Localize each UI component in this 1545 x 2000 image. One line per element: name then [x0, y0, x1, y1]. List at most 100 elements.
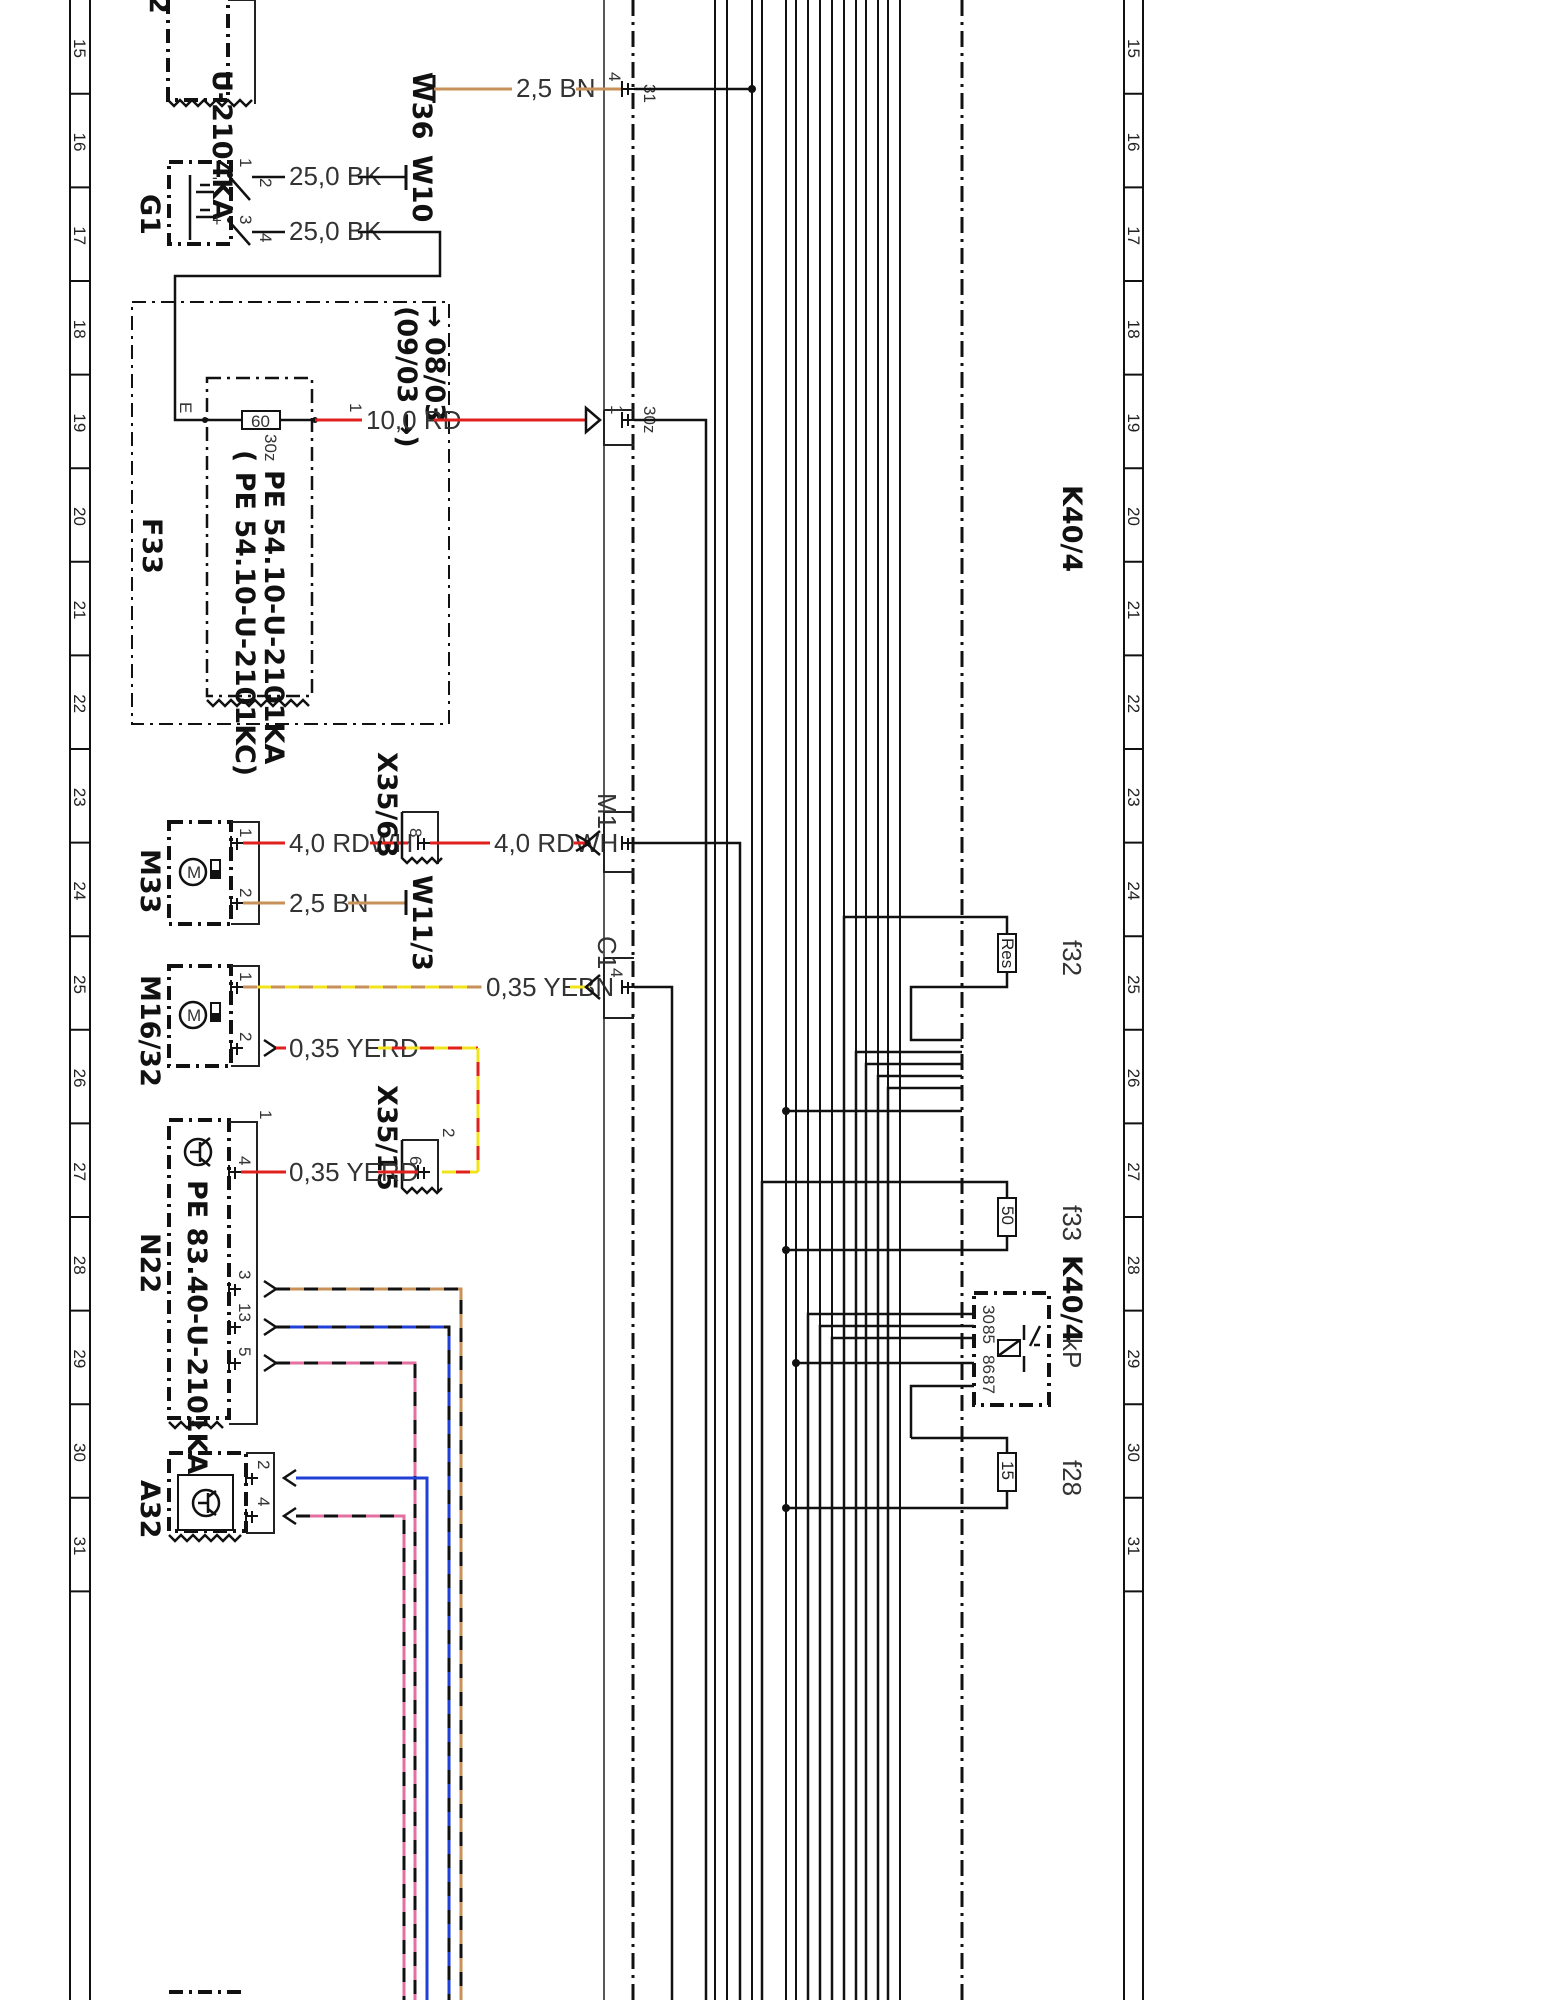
- fuse-terminal-30z: 30z: [261, 434, 280, 461]
- n22-label: N22: [134, 1233, 165, 1293]
- component-m33-motor: M33 M 1 2 4,0 RDWH 2,5 BN W11/3: [134, 820, 437, 971]
- row-number: 22: [70, 694, 89, 713]
- svg-text:1: 1: [236, 972, 255, 981]
- w36-ground-circuit: W36 2,5 BN 4 31: [406, 72, 756, 139]
- fuse-f28-label: f28: [1057, 1460, 1087, 1496]
- f33-ref-a: PE 54.10-U-2101KA: [258, 470, 289, 764]
- component-n22-control-unit: N22 PE 83.40-U-2101KA 1 4 0,35 YERD 3 13…: [134, 1110, 463, 2000]
- svg-text:8: 8: [406, 828, 425, 837]
- row-number: 21: [70, 601, 89, 620]
- row-number: 26: [1124, 1069, 1143, 1088]
- conn-m1-label: M1: [592, 793, 622, 829]
- row-number: 29: [1124, 1349, 1143, 1368]
- svg-text:M: M: [187, 1006, 201, 1025]
- row-number: 28: [1124, 1256, 1143, 1275]
- w36-label: W36: [406, 72, 437, 139]
- fuse-f33-small-label: f33: [1057, 1205, 1087, 1241]
- row-number: 15: [1124, 39, 1143, 58]
- row-number: 17: [1124, 226, 1143, 245]
- k40-4-relay-label: K40/4: [1056, 1255, 1087, 1342]
- row-number: 30: [70, 1443, 89, 1462]
- svg-text:2: 2: [236, 888, 255, 897]
- svg-text:86: 86: [979, 1355, 998, 1374]
- row-number: 27: [70, 1162, 89, 1181]
- row-number: 31: [70, 1537, 89, 1556]
- w10-label: W10: [406, 155, 437, 222]
- row-number: 19: [70, 413, 89, 432]
- row-number: 17: [70, 226, 89, 245]
- svg-text:4: 4: [254, 1497, 273, 1506]
- m16-wire-a-label: 0,35 YEBN: [486, 972, 614, 1002]
- row-number: 23: [1124, 788, 1143, 807]
- svg-text:5: 5: [235, 1347, 254, 1356]
- k40-4-label: K40/4: [1056, 485, 1087, 572]
- row-number: 16: [1124, 133, 1143, 152]
- connector-x35-63: X35/63 8 4,0 RDWH M1: [371, 752, 742, 2000]
- row-number: 24: [1124, 881, 1143, 900]
- f33-label: F33: [136, 518, 167, 574]
- g1-label: G1: [134, 194, 165, 235]
- svg-text:2: 2: [256, 178, 275, 187]
- row-number: 16: [70, 133, 89, 152]
- row-number: 25: [1124, 975, 1143, 994]
- row-number: 21: [1124, 601, 1143, 620]
- row-number: 22: [1124, 694, 1143, 713]
- row-number: 24: [70, 881, 89, 900]
- fuse-50-label: 50: [998, 1206, 1017, 1225]
- component-k40-4-module: K40/4 Res f32 50 f33 K40/4 kP 30 85 86 8…: [760, 485, 1087, 2000]
- a32-label: A32: [134, 1480, 165, 1538]
- component-f33-fusebox: F33 → 08/03 (09/03 →) E 60 30z PE 54.10-…: [131, 301, 708, 2000]
- svg-text:2: 2: [439, 1128, 458, 1137]
- component-a32: A32 2 4: [134, 1451, 429, 2000]
- f33-term-e: E: [176, 402, 195, 413]
- svg-text:1: 1: [256, 1110, 275, 1119]
- row-number: 18: [1124, 320, 1143, 339]
- w11-3-label: W11/3: [406, 875, 437, 971]
- conn-c1-label: C1: [592, 936, 622, 969]
- f33-date-b: (09/03 →): [391, 306, 422, 448]
- row-number: 20: [1124, 507, 1143, 526]
- row-number: 31: [1124, 1537, 1143, 1556]
- svg-text:2: 2: [254, 1460, 273, 1469]
- svg-text:4: 4: [235, 1156, 254, 1165]
- row-number: 29: [70, 1349, 89, 1368]
- f33-term-1: 1: [346, 403, 365, 412]
- svg-text:M: M: [187, 863, 201, 882]
- fuse-60-rating: 60: [251, 412, 270, 431]
- svg-text:1: 1: [236, 158, 255, 167]
- svg-text:87: 87: [979, 1375, 998, 1394]
- fuse-res-label: Res: [998, 938, 1017, 968]
- component-g1-battery: G1 - + 1 2 3 4 25,0 BK 25,0 BK W10: [134, 155, 442, 422]
- svg-text:2: 2: [236, 1032, 255, 1041]
- svg-text:4: 4: [605, 72, 624, 81]
- svg-text:30: 30: [979, 1305, 998, 1324]
- f33-ref-b: ( PE 54.10-U-2101KC): [229, 450, 260, 776]
- relay-kp-label: kP: [1057, 1338, 1087, 1368]
- m33-label: M33: [134, 849, 165, 913]
- component-m16-32-motor: M16/32 M 1 2 0,35 YEBN C1 4 0,35 YERD: [134, 936, 674, 2000]
- svg-text:2: 2: [143, 0, 174, 14]
- svg-text:85: 85: [979, 1325, 998, 1344]
- row-number: 23: [70, 788, 89, 807]
- svg-text:-: -: [212, 168, 218, 187]
- svg-text:31: 31: [640, 84, 659, 103]
- svg-text:6: 6: [406, 1156, 425, 1165]
- n22-ref: PE 83.40-U-2101KA: [181, 1180, 212, 1474]
- row-number: 28: [70, 1256, 89, 1275]
- row-number: 15: [70, 39, 89, 58]
- m16-32-label: M16/32: [134, 975, 165, 1087]
- svg-text:4: 4: [607, 968, 626, 977]
- svg-text:3: 3: [235, 1270, 254, 1279]
- svg-text:3: 3: [236, 215, 255, 224]
- f33-date-a: → 08/03: [419, 305, 450, 422]
- row-number: 30: [1124, 1443, 1143, 1462]
- svg-text:13: 13: [235, 1303, 254, 1322]
- row-number: 25: [70, 975, 89, 994]
- row-number: 20: [70, 507, 89, 526]
- fuse-f32-label: f32: [1057, 940, 1087, 976]
- row-number: 27: [1124, 1162, 1143, 1181]
- svg-text:4: 4: [256, 233, 275, 242]
